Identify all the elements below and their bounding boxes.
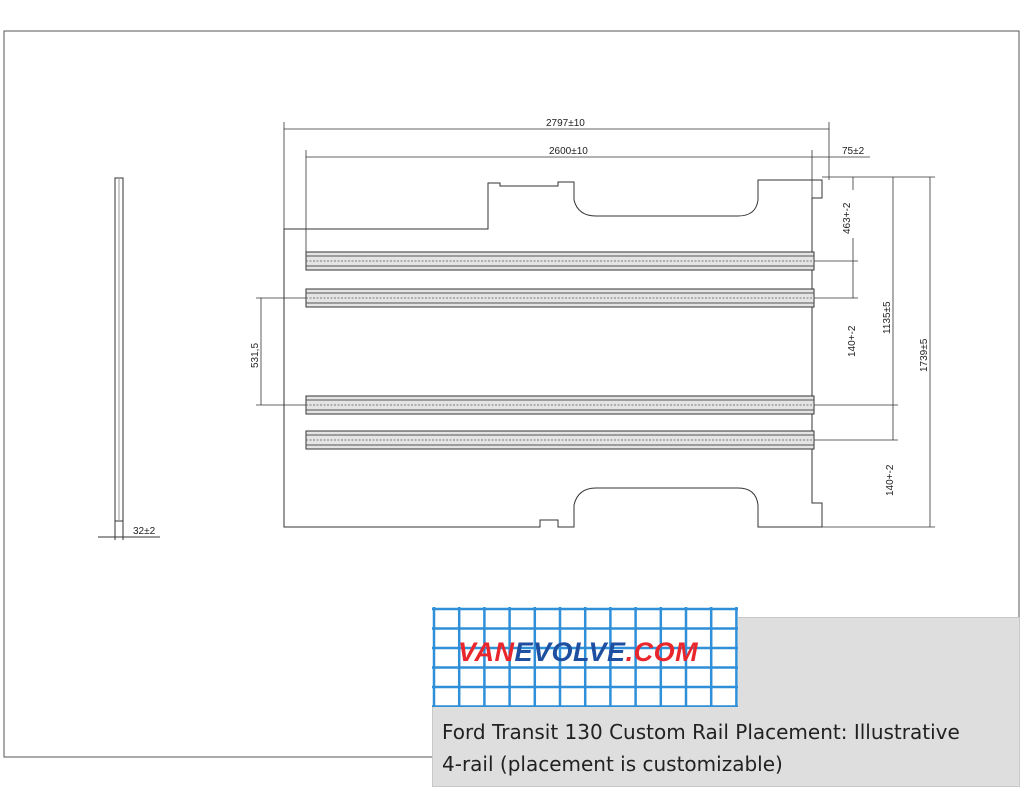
dim-rail-length: 2600±10: [549, 146, 588, 157]
logo-text-van: VAN: [458, 637, 515, 667]
floor-panel-outline: [283, 179, 823, 528]
rail-3: [305, 395, 815, 415]
dim-end-offset: 75±2: [842, 146, 865, 157]
logo: VANEVOLVE.COM: [432, 607, 738, 707]
side-view: [98, 177, 160, 540]
dim-upper-rail-gap: 140+-2: [847, 325, 858, 357]
logo-text: VANEVOLVE.COM: [458, 637, 698, 668]
caption-line-1: Ford Transit 130 Custom Rail Placement: …: [442, 720, 960, 744]
dim-overall-length: 2797±10: [546, 118, 585, 129]
logo-text-evolve: EVOLVE: [514, 637, 626, 667]
dim-thickness: 32±2: [133, 526, 156, 537]
caption: Ford Transit 130 Custom Rail Placement: …: [442, 716, 1012, 780]
dim-lower-rail-gap: 140+-2: [885, 464, 896, 496]
dim-overall-width: 1739±5: [919, 338, 930, 372]
dim-middle-gap: 531,5: [250, 343, 261, 368]
dim-first-rail-offset: 463+-2: [842, 202, 853, 234]
dimension-lines: [256, 122, 935, 528]
logo-grid: [432, 607, 738, 707]
rail-1: [305, 251, 815, 271]
rail-4: [305, 430, 815, 450]
dim-inner-rail-span: 1135±5: [882, 301, 893, 334]
rail-2: [305, 288, 815, 308]
logo-text-com: .COM: [625, 637, 699, 667]
caption-line-2: 4-rail (placement is customizable): [442, 752, 783, 776]
